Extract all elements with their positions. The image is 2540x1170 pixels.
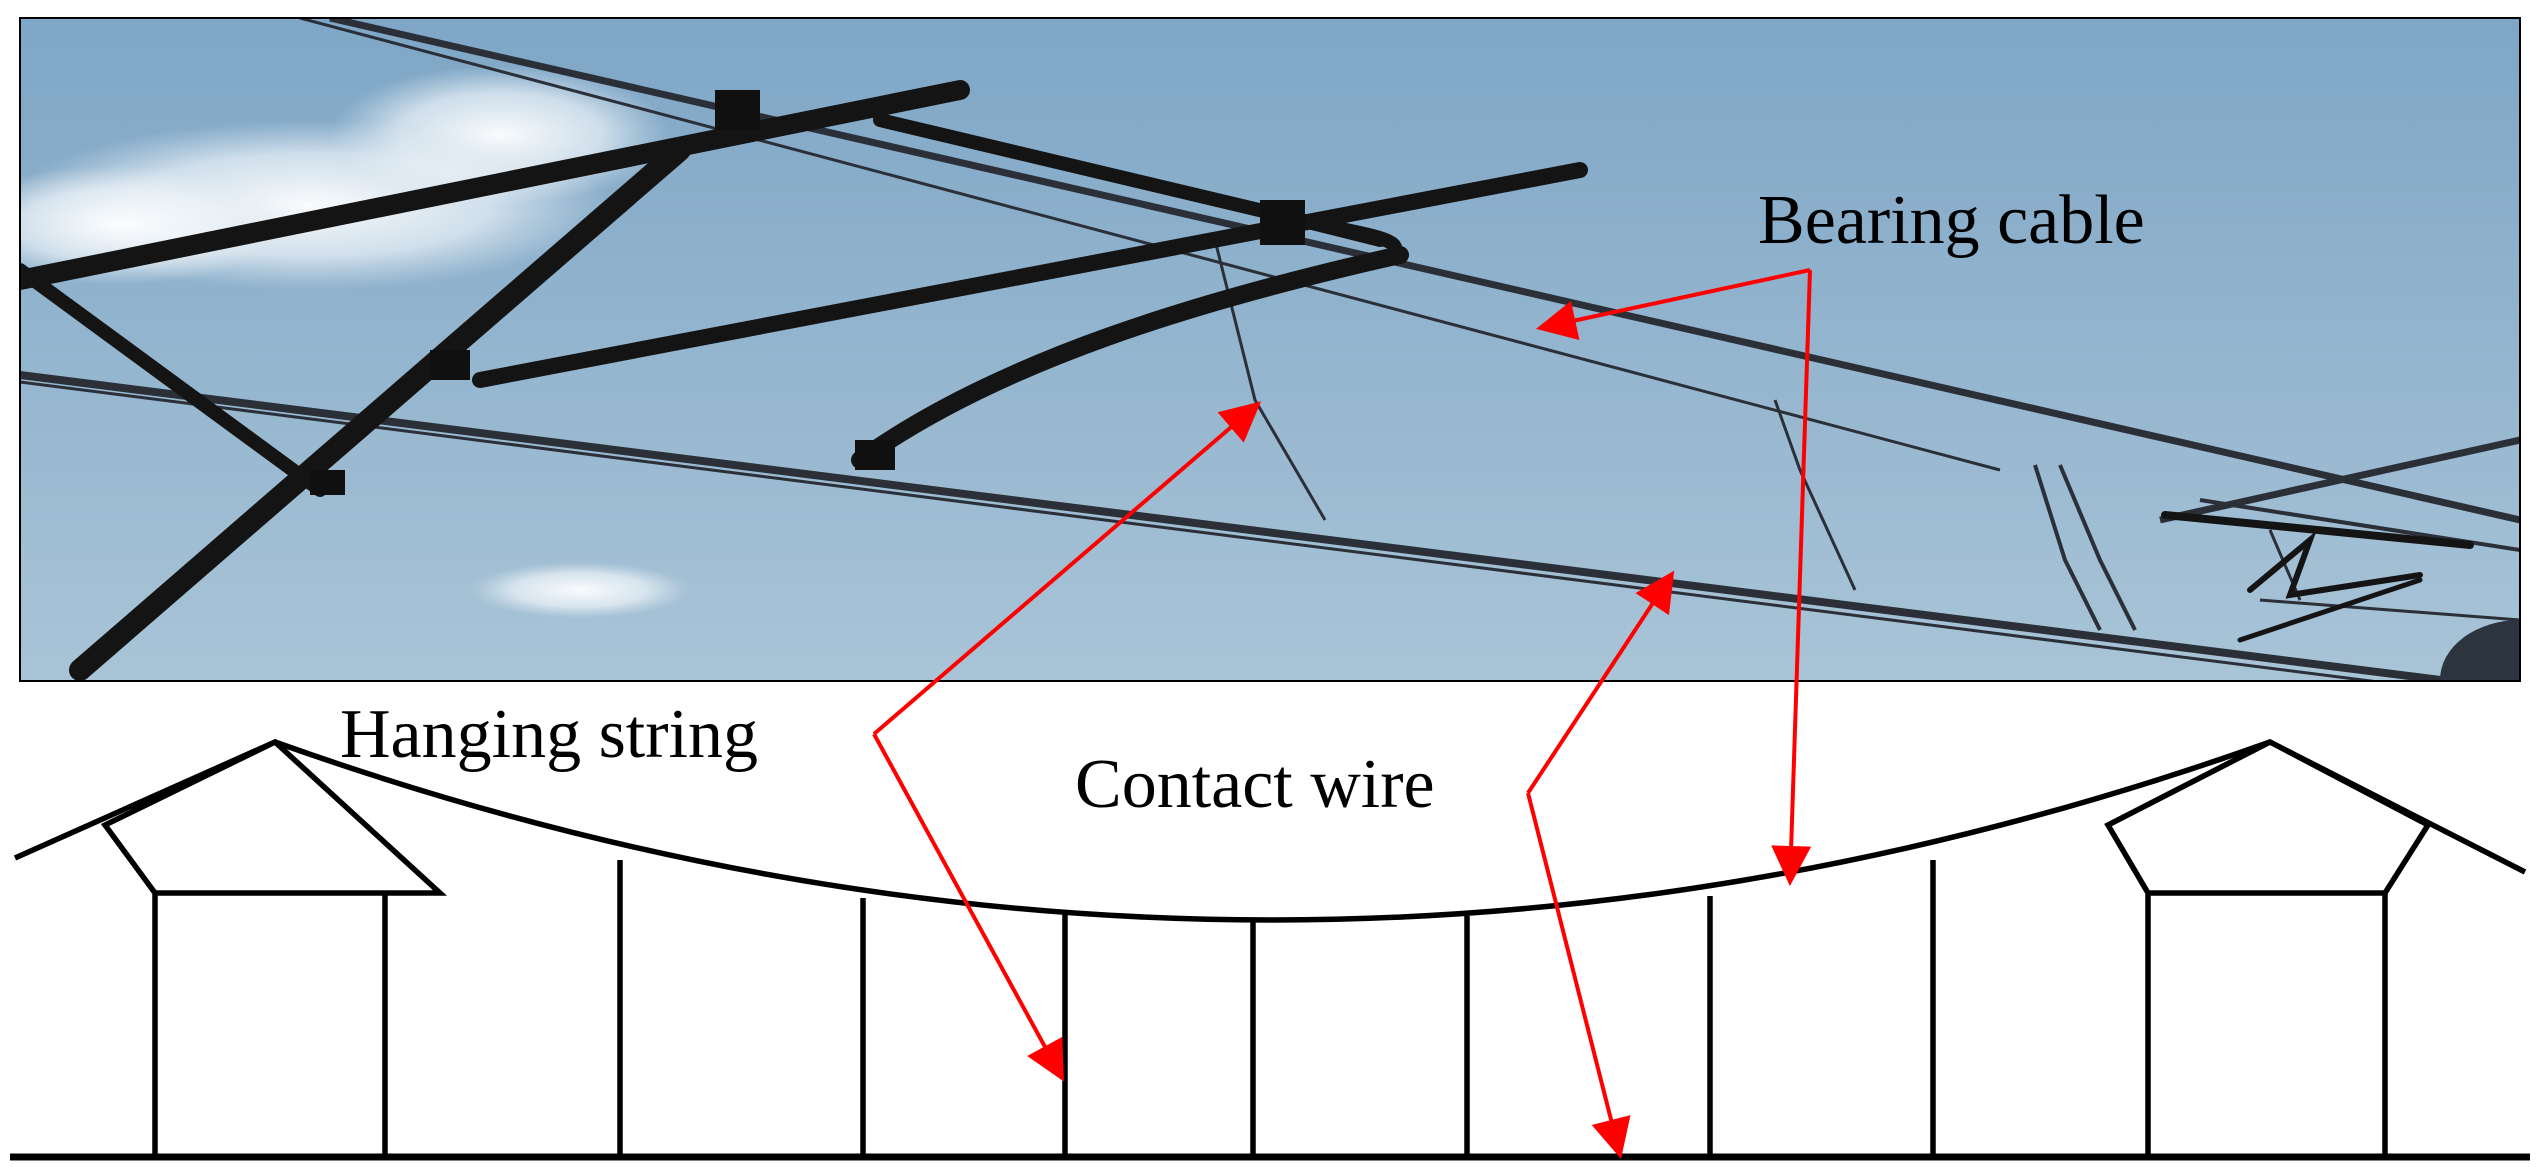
hanging-string-arrow-photo xyxy=(872,401,1262,736)
photo-cantilever xyxy=(20,80,1588,681)
hanging-strings xyxy=(617,860,1936,1157)
hanging-string-label: Hanging string xyxy=(340,696,758,773)
catenary-schematic xyxy=(10,738,2530,1161)
catenary-photo xyxy=(20,18,2520,681)
left-support xyxy=(13,738,448,1157)
contact-wire-label: Contact wire xyxy=(1075,746,1435,823)
bearing-cable-arrow-photo xyxy=(1536,268,1811,340)
contact-wire-arrow-photo xyxy=(1526,570,1675,795)
annotation-arrows xyxy=(872,268,1812,1159)
hanging-string-arrow-drawing xyxy=(872,733,1064,1082)
bearing-cable-line xyxy=(274,739,2271,923)
photo-frame xyxy=(19,17,2521,682)
contact-wire-arrow-drawing xyxy=(1526,792,1631,1159)
right-support xyxy=(2104,738,2527,1157)
bearing-cable-label: Bearing cable xyxy=(1758,182,2145,259)
photo-distant-cantilever xyxy=(2161,511,2520,681)
bearing-cable-arrow-drawing xyxy=(1771,269,1812,886)
